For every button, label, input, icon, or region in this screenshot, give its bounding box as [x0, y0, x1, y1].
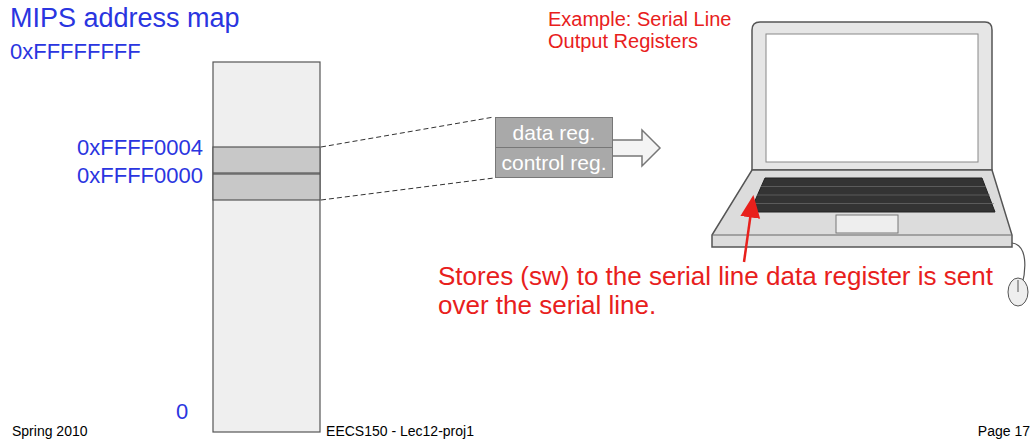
memory-band — [213, 174, 320, 200]
keyboard-line — [753, 203, 994, 204]
keyboard-line — [761, 186, 986, 187]
footer-text: EECS150 - Lec12-proj1 — [326, 424, 474, 439]
callout-arrow — [744, 205, 752, 262]
address-label: 0xFFFF0000 — [77, 164, 203, 188]
keyboard-line — [757, 195, 990, 196]
register-label: data reg. — [513, 121, 596, 145]
title: MIPS address map — [10, 4, 240, 34]
dashed-leader — [321, 117, 494, 147]
memory-column — [213, 62, 320, 432]
register-box: data reg. — [495, 117, 613, 148]
address-label: 0 — [176, 400, 188, 424]
address-label: 0xFFFFFFFF — [10, 40, 141, 64]
footer-text: Page 17 — [978, 424, 1030, 439]
dashed-leader — [321, 178, 494, 200]
footer-text: Spring 2010 — [12, 424, 88, 439]
memory-band — [213, 147, 320, 173]
address-label: 0xFFFF0004 — [77, 136, 203, 160]
example-note: Example: Serial Line Output Registers — [548, 8, 748, 52]
register-label: control reg. — [501, 151, 606, 175]
block-arrow — [612, 130, 660, 166]
callout-note: Stores (sw) to the serial line data regi… — [438, 262, 1008, 319]
register-box: control reg. — [495, 147, 613, 178]
